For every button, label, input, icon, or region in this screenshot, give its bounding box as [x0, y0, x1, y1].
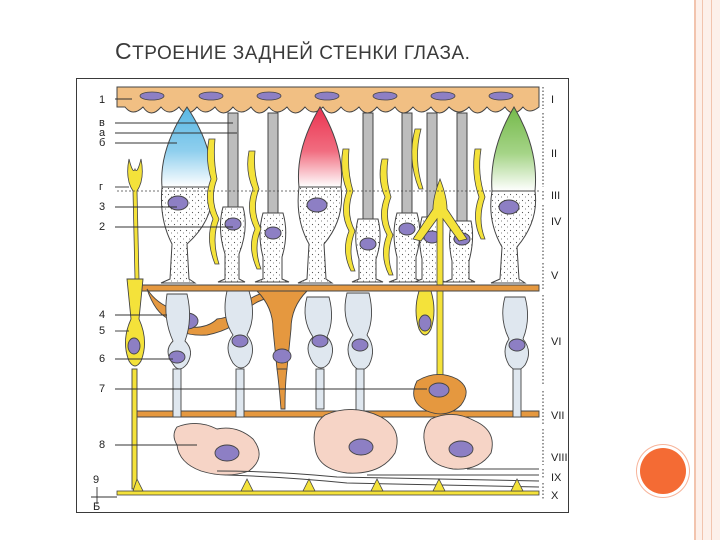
label-III: III [551, 190, 560, 202]
label-a: а [99, 127, 106, 139]
label-9: 9 [93, 474, 99, 486]
pigment-epithelium [116, 86, 540, 114]
retina-diagram-svg: 1 в а б г 3 2 4 5 6 7 8 9 Б I II III IV … [91, 86, 568, 513]
slide-right-border-inner [702, 0, 712, 540]
left-labels: 1 в а б г 3 2 4 5 6 7 8 9 Б [93, 94, 106, 513]
label-B: Б [93, 501, 100, 513]
label-7: 7 [99, 383, 105, 395]
label-VII: VII [551, 410, 564, 422]
label-8: 8 [99, 439, 105, 451]
right-labels: I II III IV V VI VII VIII IX X [551, 94, 568, 502]
cone-red [297, 106, 343, 284]
title-text: ТРОЕНИЕ ЗАДНЕЙ СТЕНКИ ГЛАЗА. [132, 43, 471, 64]
label-II: II [551, 148, 557, 160]
label-1: 1 [99, 94, 105, 106]
label-IX: IX [551, 472, 562, 484]
label-4: 4 [99, 309, 105, 321]
label-v: в [99, 117, 105, 129]
horizontal-cells [136, 284, 540, 418]
retina-diagram-figure: 1 в а б г 3 2 4 5 6 7 8 9 Б I II III IV … [76, 78, 569, 513]
label-2: 2 [99, 221, 105, 233]
orange-circle-decoration [640, 448, 686, 494]
label-g: г [99, 181, 103, 193]
label-V: V [551, 270, 559, 282]
cone-green [490, 106, 537, 284]
muller-glial-processes [127, 128, 486, 380]
bipolar-cells [165, 290, 529, 418]
label-VI: VI [551, 336, 561, 348]
label-6: 6 [99, 353, 105, 365]
ganglion-cells [173, 409, 493, 476]
nerve-fiber-layer [216, 468, 540, 488]
label-IV: IV [551, 216, 562, 228]
label-VIII: VIII [551, 452, 568, 464]
label-I: I [551, 94, 554, 106]
slide-right-border [694, 0, 720, 540]
label-leader-lines [91, 98, 427, 504]
label-X: X [551, 490, 559, 502]
label-3: 3 [99, 201, 105, 213]
label-5: 5 [99, 325, 105, 337]
title-first-letter: С [115, 38, 133, 64]
slide-title: СТРОЕНИЕ ЗАДНЕЙ СТЕНКИ ГЛАЗА. [115, 38, 470, 65]
inner-limiting-membrane [116, 477, 540, 496]
amacrine-cell [125, 278, 435, 490]
label-b: б [99, 137, 105, 149]
